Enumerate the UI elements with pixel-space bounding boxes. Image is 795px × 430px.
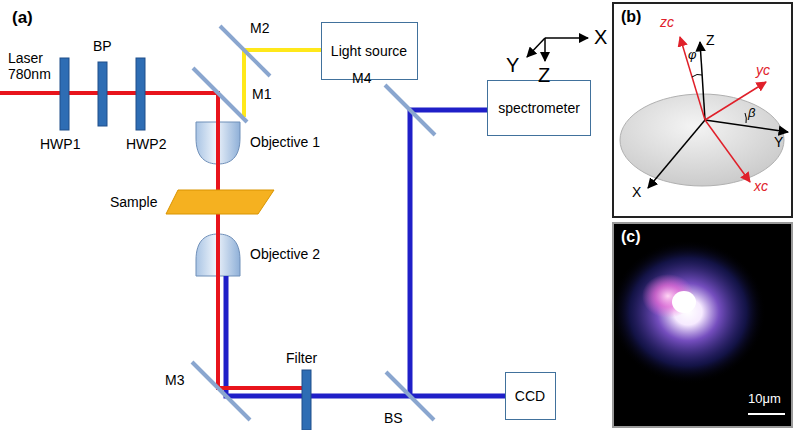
- spectrometer-box: spectrometer: [487, 80, 591, 136]
- scale-bar: [748, 413, 785, 415]
- axis-arrow: [544, 38, 546, 61]
- angle-label: β: [748, 106, 755, 121]
- panel-letter: (a): [12, 8, 33, 28]
- laser-label: Laser 780nm: [8, 50, 60, 82]
- angle-arc: [692, 74, 702, 77]
- component-label: HWP2: [126, 136, 166, 152]
- mirror-label: M3: [165, 372, 184, 388]
- component-label: Objective 1: [250, 134, 320, 150]
- angle-label-anchor: φ: [688, 48, 696, 63]
- axis-label: zc: [660, 14, 674, 30]
- axis-label: Z: [706, 32, 715, 48]
- axis-label: X: [594, 26, 607, 49]
- laser-label-anchor: Laser 780nm: [8, 50, 60, 82]
- box-label: Light source: [331, 43, 407, 59]
- axis-label-anchor: yc: [756, 62, 770, 78]
- component-label: BS: [384, 410, 403, 426]
- axis-label-anchor: zc: [660, 14, 674, 30]
- crystal-axis: [705, 82, 766, 120]
- emission-beam: [226, 276, 505, 396]
- axis-label: Y: [506, 54, 519, 77]
- component-label-anchor: BS: [384, 410, 403, 426]
- panel-letter: (c): [621, 228, 641, 246]
- angle-label-anchor: β: [748, 106, 755, 121]
- emission-haze: [610, 240, 766, 384]
- axis-label-anchor: xc: [754, 178, 768, 194]
- mirror-label-anchor: M3: [165, 372, 184, 388]
- mirror-label: M1: [252, 86, 271, 102]
- axis-arrow: [545, 37, 588, 39]
- component-label: Filter: [286, 350, 317, 366]
- emission-core: [672, 291, 696, 313]
- component-label-anchor: HWP1: [40, 136, 80, 152]
- mirror-label-anchor: M4: [352, 70, 371, 86]
- lab-axis: [648, 120, 705, 188]
- crystal-axis: [680, 37, 705, 120]
- bandpass-filter: [98, 62, 107, 126]
- axis-label: Y: [774, 134, 783, 150]
- emission-filter: [302, 370, 311, 430]
- box-label: spectrometer: [498, 100, 580, 116]
- panel-ground: [612, 2, 793, 218]
- panel-letter: (b): [621, 8, 641, 26]
- component-label-anchor: Sample: [110, 194, 157, 210]
- component-label-anchor: Filter: [286, 350, 317, 366]
- axis-label-anchor: X: [594, 26, 607, 49]
- mirror-label: M2: [250, 20, 269, 36]
- axis-arrow: [527, 38, 545, 57]
- wave-plate: [60, 58, 69, 130]
- component-label-anchor: Objective 2: [250, 246, 320, 262]
- axis-label: yc: [756, 62, 770, 78]
- mirror: [193, 68, 247, 122]
- axis-label: Z: [538, 64, 550, 87]
- axis-label-anchor: Z: [538, 64, 550, 87]
- component-label: Objective 2: [250, 246, 320, 262]
- sample-slab: [166, 190, 274, 214]
- axis-label: X: [632, 184, 641, 200]
- mirror-label-anchor: M2: [250, 20, 269, 36]
- axis-label-anchor: X: [632, 184, 641, 200]
- component-label: HWP1: [40, 136, 80, 152]
- mirror-label-anchor: M1: [252, 86, 271, 102]
- component-label: BP: [93, 38, 112, 54]
- component-label-anchor: BP: [93, 38, 112, 54]
- box-label: CCD: [515, 388, 545, 404]
- axis-label-anchor: Z: [706, 32, 715, 48]
- crystal-axis: [705, 120, 750, 182]
- axis-label-anchor: Y: [774, 134, 783, 150]
- panel-letter-anchor: (a): [12, 8, 33, 28]
- component-label: Sample: [110, 194, 157, 210]
- axis-label: xc: [754, 178, 768, 194]
- component-label-anchor: Objective 1: [250, 134, 320, 150]
- mirror-label: M4: [352, 70, 371, 86]
- mirror: [385, 85, 435, 135]
- axis-label-anchor: Y: [506, 54, 519, 77]
- mirror: [192, 362, 250, 420]
- angle-label: φ: [688, 48, 696, 63]
- wave-plate: [136, 58, 145, 130]
- component-label-anchor: HWP2: [126, 136, 166, 152]
- scale-label: 10μm: [748, 392, 781, 407]
- emission-beam: [410, 110, 487, 396]
- scale-label-anchor: 10μm: [748, 392, 781, 407]
- angle-arc: [745, 113, 746, 123]
- ccd-box: CCD: [505, 372, 556, 420]
